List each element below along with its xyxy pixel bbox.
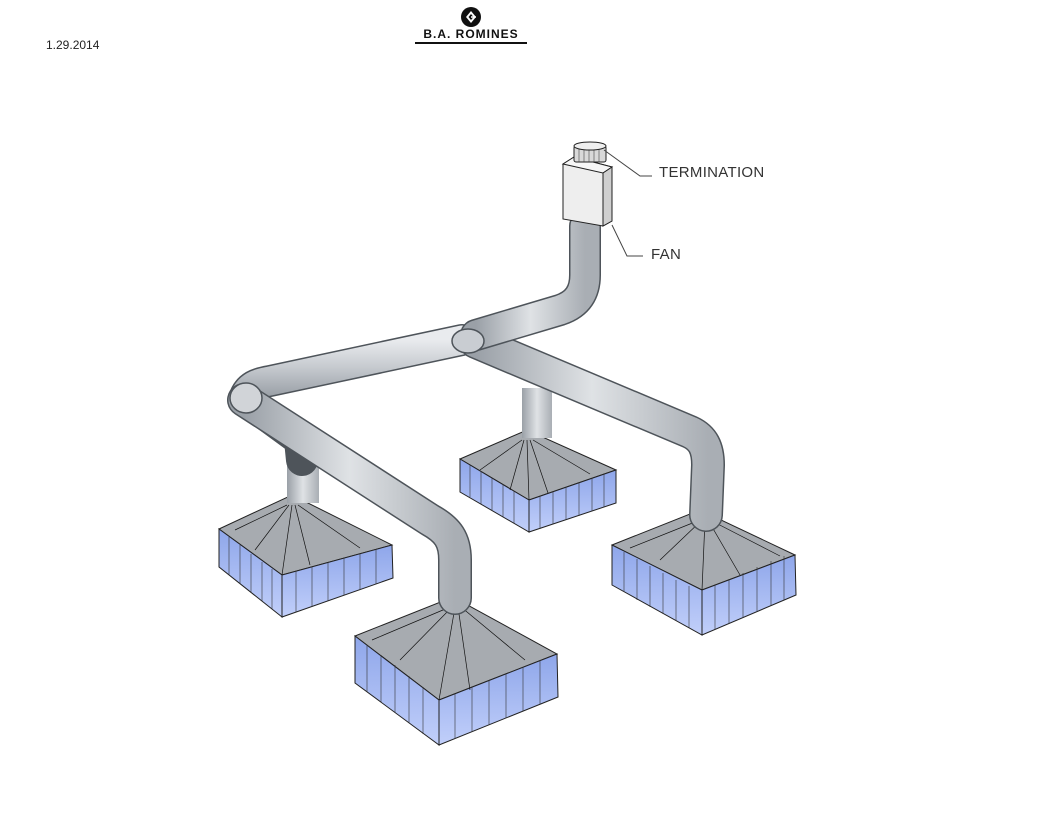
exhaust-fan bbox=[561, 156, 614, 227]
exhaust-hood bbox=[353, 596, 559, 746]
leader-lines bbox=[603, 149, 652, 257]
duct-network bbox=[227, 210, 725, 615]
exhaust-hood bbox=[458, 388, 618, 533]
ba-romines-logo-icon bbox=[461, 7, 481, 27]
company-logo: B.A. ROMINES bbox=[415, 6, 527, 46]
termination-callout-label: TERMINATION bbox=[659, 164, 765, 181]
drawing-date: 1.29.2014 bbox=[46, 38, 100, 52]
exhaust-hood bbox=[610, 509, 797, 636]
logo-text: B.A. ROMINES bbox=[415, 28, 527, 44]
fan-callout-label: FAN bbox=[651, 246, 682, 263]
termination-cap bbox=[573, 141, 607, 163]
